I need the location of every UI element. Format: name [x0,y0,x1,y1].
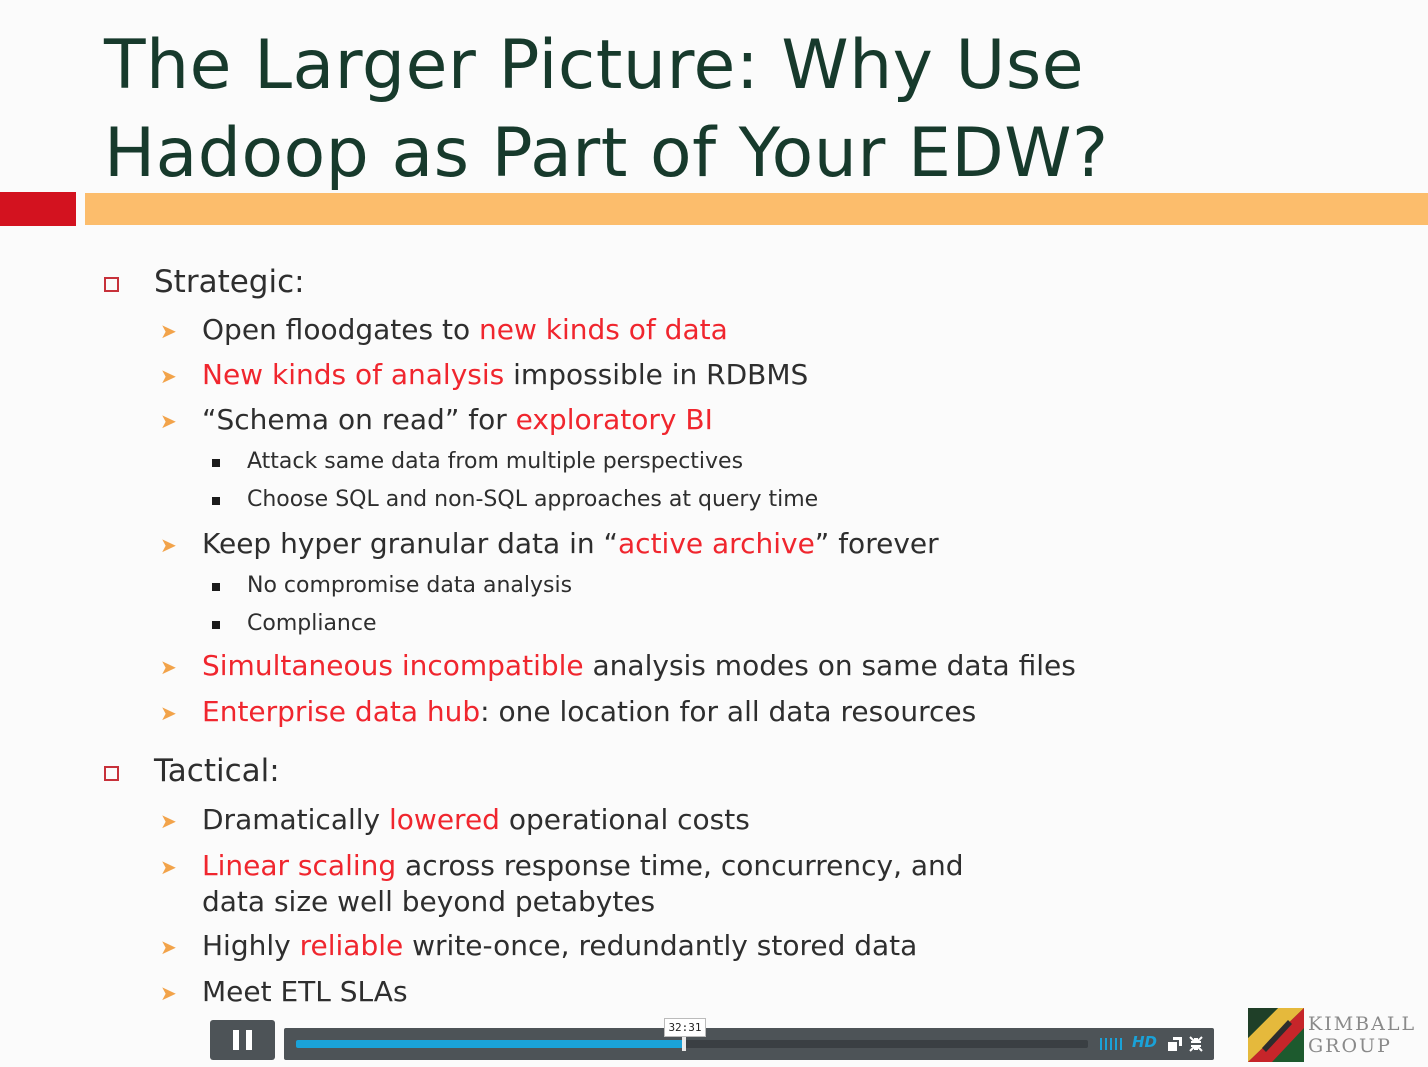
kimball-group-logo: KIMBALL GROUP [1248,1008,1423,1063]
time-tooltip: 32:31 [664,1018,706,1037]
progress-track[interactable] [296,1037,1088,1051]
small-square-bullet-icon [212,497,220,505]
arrow-bullet-icon: ➤ [160,935,177,959]
arrow-bullet-icon: ➤ [160,319,177,343]
arrow-bullet-icon: ➤ [160,981,177,1005]
progress-fill [296,1040,685,1048]
arrow-bullet-icon: ➤ [160,855,177,879]
tactical-heading: Tactical: [154,753,280,789]
arrow-bullet-icon: ➤ [160,364,177,388]
arrow-bullet-icon: ➤ [160,655,177,679]
small-square-bullet-icon [212,621,220,629]
title-accent-red [0,192,76,226]
popout-icon[interactable] [1168,1037,1182,1051]
title-accent-orange [85,193,1428,225]
slide-title: The Larger Picture: Why Use Hadoop as Pa… [104,22,1109,198]
scrub-handle[interactable] [682,1037,687,1051]
small-square-bullet-icon [212,583,220,591]
title-line-1: The Larger Picture: Why Use [104,26,1085,105]
video-control-bar: HD [284,1028,1214,1060]
small-square-bullet-icon [212,459,220,467]
arrow-bullet-icon: ➤ [160,809,177,833]
square-bullet-icon [104,766,119,781]
strategic-heading: Strategic: [154,264,305,300]
arrow-bullet-icon: ➤ [160,409,177,433]
volume-icon[interactable] [1100,1038,1124,1050]
arrow-bullet-icon: ➤ [160,533,177,557]
title-line-2: Hadoop as Part of Your EDW? [104,114,1109,193]
logo-text: KIMBALL GROUP [1308,1013,1417,1057]
pause-button[interactable] [210,1020,275,1060]
logo-mark-icon [1248,1008,1304,1062]
hd-toggle[interactable]: HD [1132,1033,1158,1051]
fullscreen-exit-icon[interactable] [1189,1036,1203,1052]
square-bullet-icon [104,277,119,292]
arrow-bullet-icon: ➤ [160,701,177,725]
